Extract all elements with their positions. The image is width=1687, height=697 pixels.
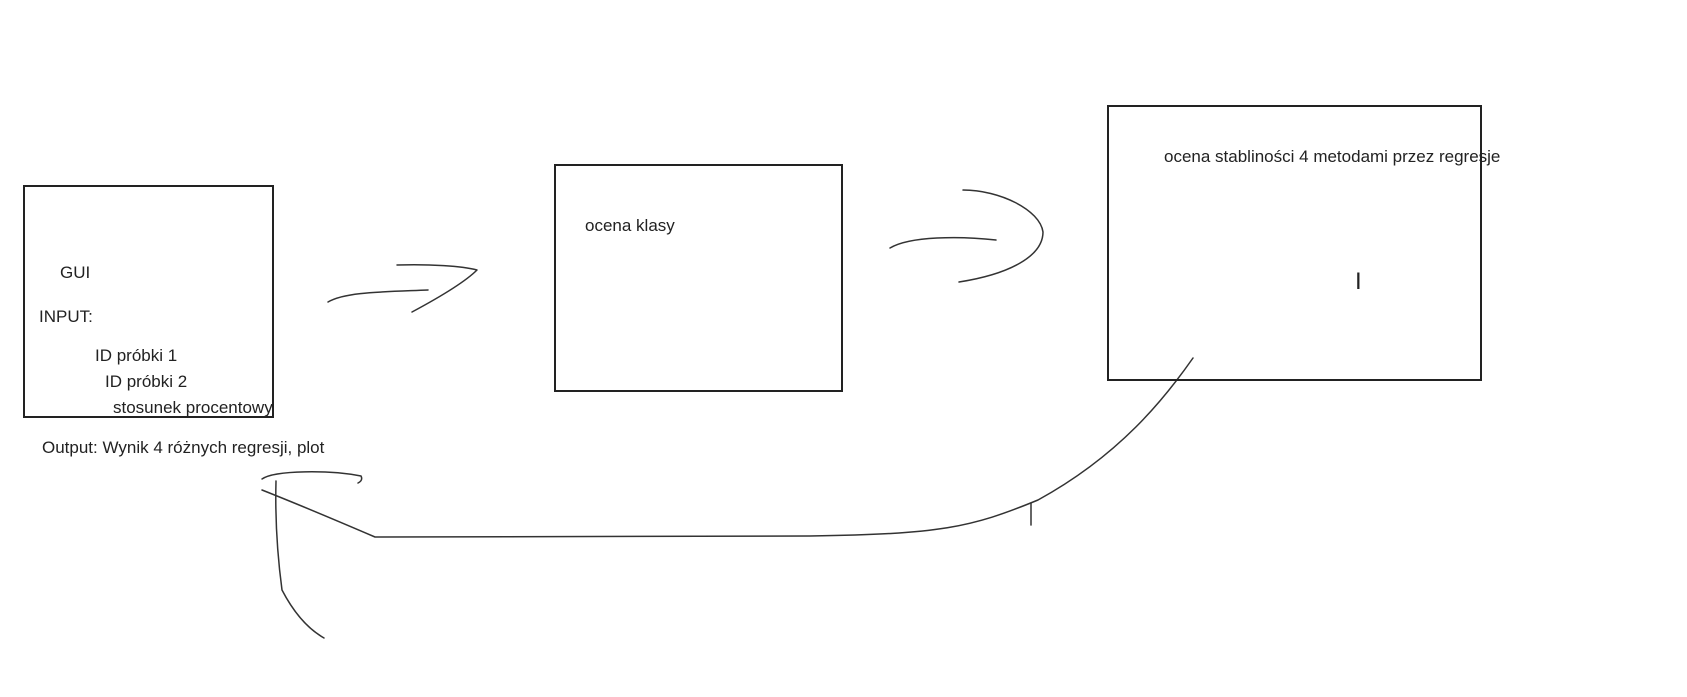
arrow-gui-to-class-head: [396, 264, 478, 313]
gui-input-item: ID próbki 2: [105, 372, 188, 391]
class-eval-box: [554, 164, 843, 392]
arrow-class-to-stability-head: [958, 189, 1044, 283]
class-eval-title: ocena klasy: [585, 216, 675, 235]
return-arrow-head-stem: [275, 480, 325, 639]
return-connector-curve: [261, 357, 1194, 538]
return-arrow-head-top: [261, 471, 363, 484]
gui-output-label: Output: Wynik 4 różnych regresji, plot: [42, 438, 325, 457]
gui-box: [23, 185, 274, 418]
stability-eval-box: [1107, 105, 1482, 381]
arrow-class-to-stability-shaft: [889, 236, 997, 249]
text-cursor-icon: I: [1355, 268, 1362, 295]
arrow-gui-to-class-shaft: [327, 289, 429, 303]
gui-input-label: INPUT:: [39, 307, 93, 326]
gui-input-item: stosunek procentowy: [113, 398, 273, 417]
gui-title: GUI: [60, 263, 91, 282]
stability-eval-title: ocena stabliności 4 metodami przez regre…: [1164, 147, 1501, 166]
gui-input-item: ID próbki 1: [95, 346, 178, 365]
